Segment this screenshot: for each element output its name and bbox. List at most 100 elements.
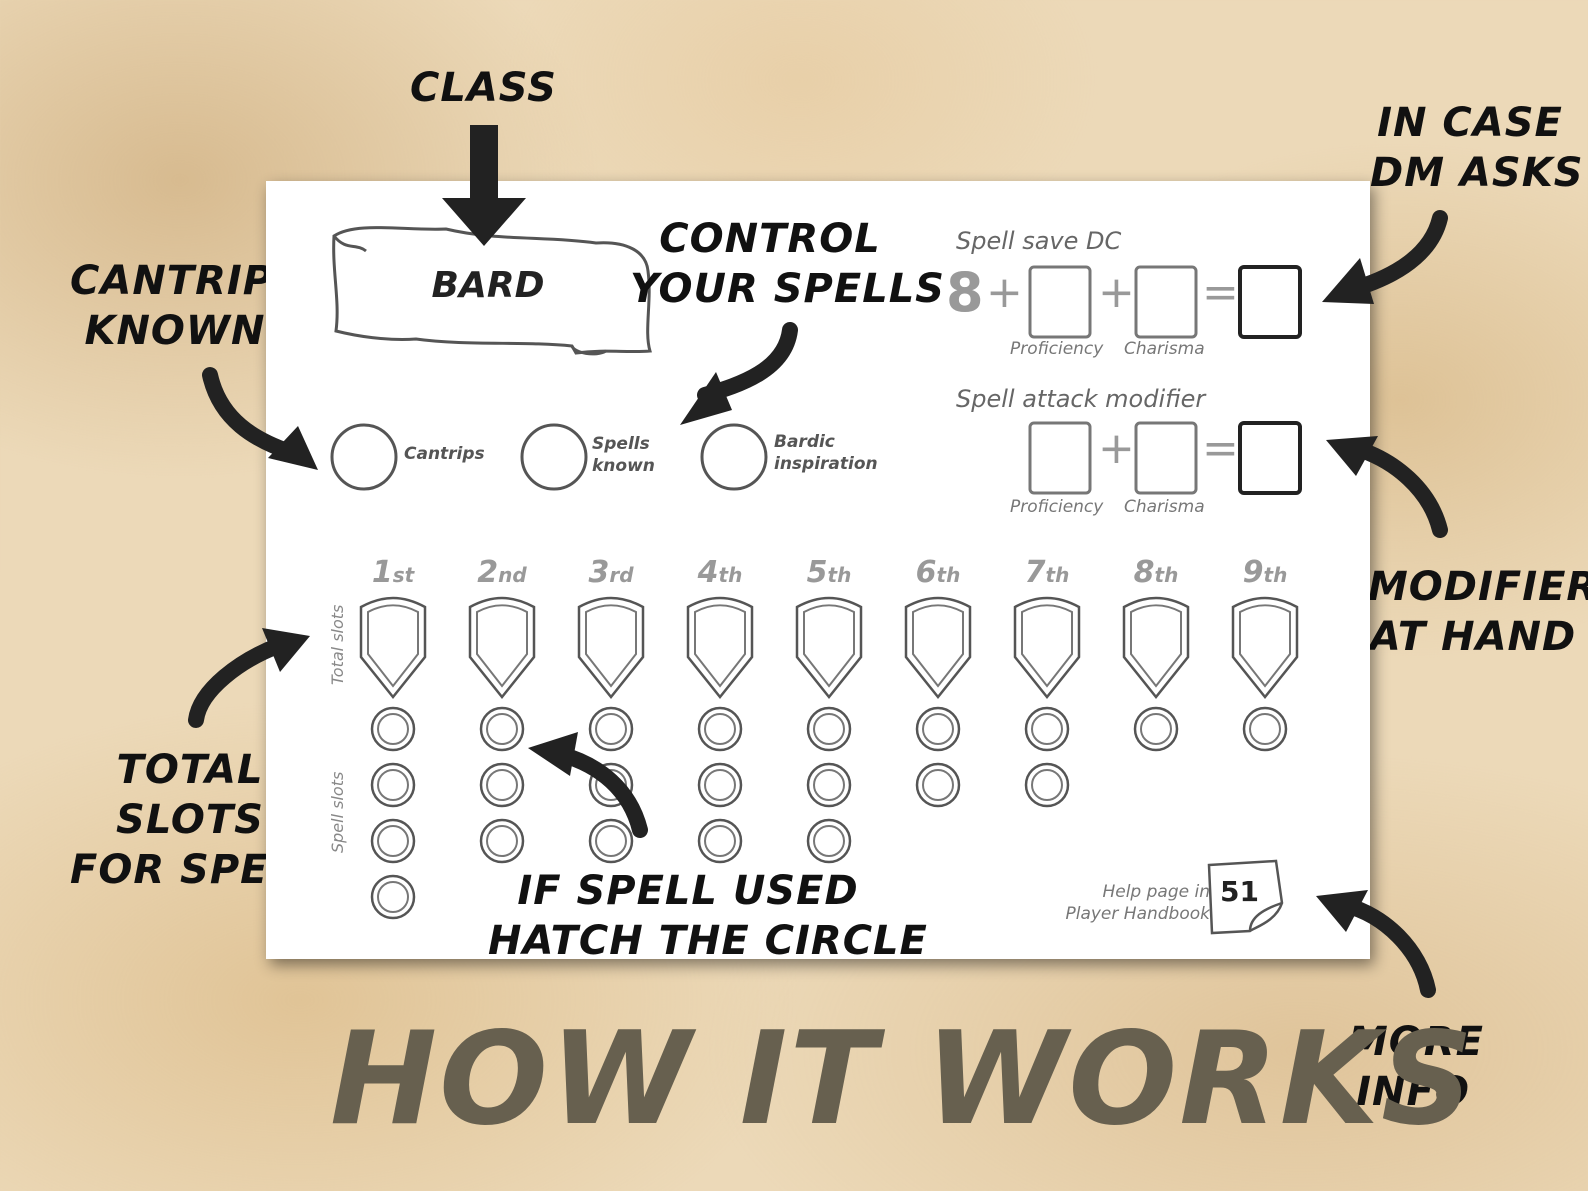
annotation-info-line2: INFO xyxy=(1356,1069,1470,1115)
level-number: 5 xyxy=(806,555,828,590)
attack-mod-boxes xyxy=(1028,421,1302,495)
shield-inner-2 xyxy=(476,604,528,688)
spell-sheet: BARD Cantrips Spells known Bardic inspir… xyxy=(266,181,1370,959)
save-dc-plus1: + xyxy=(986,267,1023,318)
spell-slot-circle[interactable] xyxy=(370,874,416,920)
annotation-class: CLASS xyxy=(410,65,557,111)
save-dc-boxes xyxy=(1028,265,1302,339)
level-suffix: rd xyxy=(609,563,634,587)
spell-slot-circle[interactable] xyxy=(370,762,416,808)
spell-slot-circle[interactable] xyxy=(1133,706,1179,752)
spell-slot-inner-ring xyxy=(595,713,627,745)
shield-inner-4 xyxy=(694,604,746,688)
spell-slot-inner-ring xyxy=(704,825,736,857)
spell-slot-circle[interactable] xyxy=(1024,706,1070,752)
total-slots-shield-7[interactable] xyxy=(1013,596,1081,700)
annotation-control-line2: YOUR SPELLS xyxy=(630,266,945,312)
save-dc-charisma: Charisma xyxy=(1124,339,1205,359)
level-label-4: 4th xyxy=(685,555,755,590)
spell-slot-circle[interactable] xyxy=(370,818,416,864)
spell-slot-inner-ring xyxy=(377,825,409,857)
annotation-info-line1: MORE xyxy=(1348,1019,1484,1065)
shield-inner-9 xyxy=(1239,604,1291,688)
class-name: BARD xyxy=(431,265,545,306)
annotation-cantrips-line2: KNOWN xyxy=(84,308,266,354)
shield-inner-5 xyxy=(803,604,855,688)
total-slots-shield-1[interactable] xyxy=(359,596,427,700)
spell-slot-circle[interactable] xyxy=(479,762,525,808)
spell-slot-circle[interactable] xyxy=(697,818,743,864)
level-label-9: 9th xyxy=(1230,555,1300,590)
annotation-control: CONTROL YOUR SPELLS xyxy=(630,214,945,314)
spell-slot-circle[interactable] xyxy=(806,818,852,864)
spells-known-circle xyxy=(520,423,588,491)
spell-slot-inner-ring xyxy=(813,769,845,801)
spell-slot-circle[interactable] xyxy=(697,762,743,808)
total-slots-shield-8[interactable] xyxy=(1122,596,1190,700)
attack-plus: + xyxy=(1098,423,1135,474)
spell-slot-circle[interactable] xyxy=(479,818,525,864)
spell-slot-circle[interactable] xyxy=(1024,762,1070,808)
spell-slot-circle[interactable] xyxy=(806,762,852,808)
spell-slot-circle[interactable] xyxy=(806,706,852,752)
level-label-1: 1st xyxy=(358,555,428,590)
spell-slot-circle[interactable] xyxy=(1242,706,1288,752)
spells-known-line1: Spells xyxy=(592,434,650,454)
level-suffix: nd xyxy=(498,563,527,587)
level-label-6: 6th xyxy=(903,555,973,590)
total-slots-shield-3[interactable] xyxy=(577,596,645,700)
level-number: 2 xyxy=(477,555,499,590)
spell-slot-inner-ring xyxy=(486,713,518,745)
total-slots-shield-9[interactable] xyxy=(1231,596,1299,700)
spells-known-label: Spells known xyxy=(592,433,655,477)
spell-slot-inner-ring xyxy=(704,769,736,801)
annotation-used: IF SPELL USED HATCH THE CIRCLE xyxy=(488,866,928,966)
spells-known-line2: known xyxy=(592,456,655,476)
shield-inner-3 xyxy=(585,604,637,688)
annotation-used-line2: HATCH THE CIRCLE xyxy=(488,918,928,964)
attack-equals: = xyxy=(1202,423,1239,474)
save-dc-proficiency: Proficiency xyxy=(1010,339,1104,359)
spell-slot-circle[interactable] xyxy=(915,762,961,808)
level-suffix: th xyxy=(1263,563,1288,587)
level-number: 7 xyxy=(1024,555,1046,590)
shield-inner-6 xyxy=(912,604,964,688)
save-dc-base: 8 xyxy=(946,261,984,324)
save-dc-plus2: + xyxy=(1098,267,1135,318)
spell-slot-inner-ring xyxy=(1249,713,1281,745)
spell-slot-inner-ring xyxy=(486,769,518,801)
attack-charisma: Charisma xyxy=(1124,497,1205,517)
shield-inner-7 xyxy=(1021,604,1073,688)
annotation-dm-line1: IN CASE xyxy=(1377,100,1563,146)
spell-slot-inner-ring xyxy=(1140,713,1172,745)
annotation-dm-asks: IN CASE DM ASKS xyxy=(1370,98,1583,198)
spell-slots-label: Spell slots xyxy=(328,771,347,853)
spell-slot-circle[interactable] xyxy=(370,706,416,752)
total-slots-shield-5[interactable] xyxy=(795,596,863,700)
annotation-cantrips-line1: CANTRIPS xyxy=(70,258,303,304)
level-label-2: 2nd xyxy=(467,555,537,590)
spell-slot-inner-ring xyxy=(377,713,409,745)
annotation-total-line1: TOTAL xyxy=(116,747,264,793)
level-label-8: 8th xyxy=(1121,555,1191,590)
shield-inner-1 xyxy=(367,604,419,688)
level-number: 3 xyxy=(588,555,610,590)
spell-slot-circle[interactable] xyxy=(697,706,743,752)
total-slots-shield-6[interactable] xyxy=(904,596,972,700)
level-suffix: th xyxy=(1154,563,1179,587)
spell-slot-circle[interactable] xyxy=(915,706,961,752)
spell-slot-inner-ring xyxy=(1031,713,1063,745)
spell-slot-inner-ring xyxy=(1031,769,1063,801)
cantrips-label-text: Cantrips xyxy=(404,444,485,464)
spell-save-dc-label: Spell save DC xyxy=(956,227,1122,255)
level-number: 9 xyxy=(1242,555,1264,590)
annotation-control-line1: CONTROL xyxy=(659,216,881,262)
spell-slot-circle[interactable] xyxy=(479,706,525,752)
level-label-7: 7th xyxy=(1012,555,1082,590)
spell-slot-inner-ring xyxy=(922,769,954,801)
level-number: 6 xyxy=(915,555,937,590)
total-slots-shield-4[interactable] xyxy=(686,596,754,700)
total-slots-shield-2[interactable] xyxy=(468,596,536,700)
spell-slot-inner-ring xyxy=(486,825,518,857)
spell-slot-inner-ring xyxy=(377,881,409,913)
